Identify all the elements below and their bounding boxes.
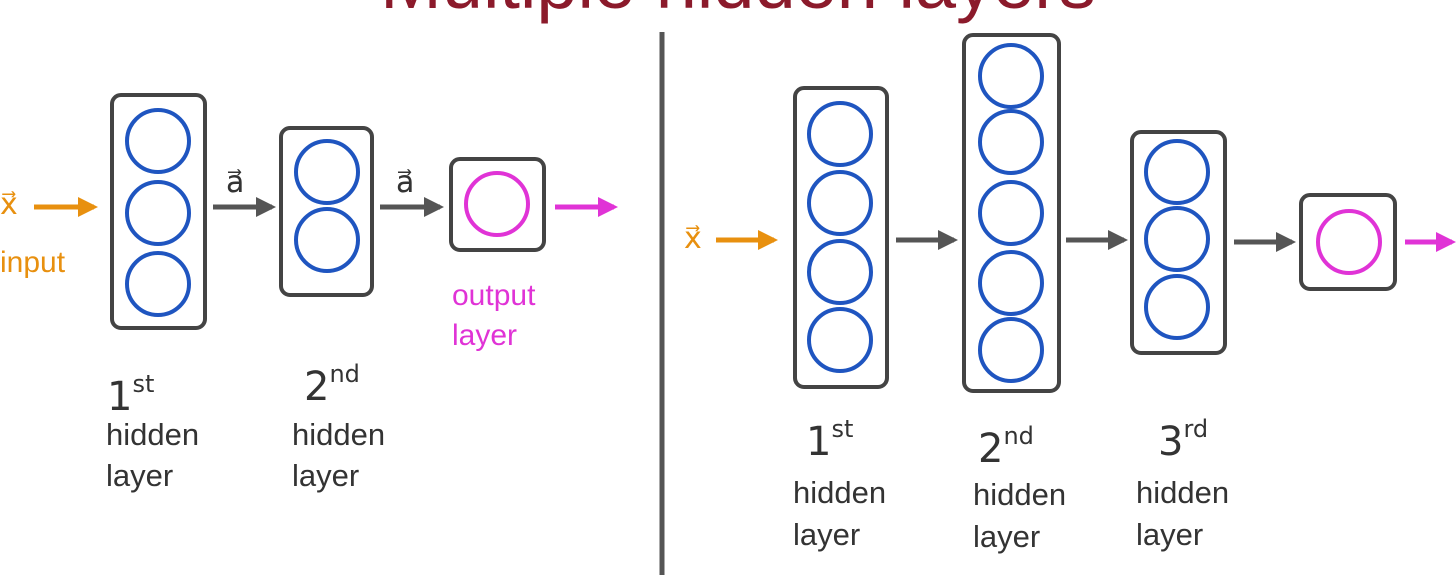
left-input-vector: x⃗	[0, 187, 18, 222]
neuron	[1144, 274, 1210, 340]
right-layer2-ordinal: 2nd	[978, 422, 1034, 472]
neuron	[125, 180, 191, 246]
left-layer2-hidden: hidden	[292, 417, 385, 452]
left-diagram: x⃗ input a⃗ a⃗ output layer 1st hidden l…	[0, 93, 618, 493]
neuron	[978, 109, 1044, 175]
neuron	[125, 251, 191, 317]
neuron	[294, 207, 360, 273]
right-layer1-layer: layer	[793, 517, 860, 552]
left-layer2-ordinal: 2nd	[304, 360, 360, 410]
right-layer1-ordinal: 1st	[806, 415, 853, 465]
neuron	[807, 170, 873, 236]
right-layer2-layer: layer	[973, 519, 1040, 554]
left-activation-label-2: a⃗	[396, 165, 414, 200]
page-title: Multiple hidden layers	[380, 0, 1096, 24]
neuron	[978, 43, 1044, 109]
neuron	[807, 307, 873, 373]
neuron	[978, 317, 1044, 383]
left-activation-label-1: a⃗	[226, 165, 244, 200]
left-input-label: input	[0, 246, 66, 279]
left-output-box	[449, 157, 546, 252]
output-neuron	[1316, 209, 1382, 275]
right-layer2-hidden: hidden	[973, 477, 1066, 512]
left-output-label-line2: layer	[452, 319, 517, 352]
neuron	[807, 239, 873, 305]
right-layer3-layer: layer	[1136, 517, 1203, 552]
neuron	[294, 139, 360, 205]
right-layer3-box	[1130, 130, 1227, 355]
left-output-label-line1: output	[452, 279, 536, 312]
right-layer1-hidden: hidden	[793, 475, 886, 510]
left-layer2-layer: layer	[292, 458, 359, 493]
left-layer1-layer: layer	[106, 458, 173, 493]
left-layer2-box	[279, 126, 374, 297]
left-layer1-hidden: hidden	[106, 417, 199, 452]
neuron	[978, 180, 1044, 246]
right-input-vector: x⃗	[684, 221, 702, 256]
right-diagram: x⃗ 1st hidden layer 2nd hidden l	[684, 33, 1456, 554]
neuron	[1144, 139, 1210, 205]
neuron	[978, 250, 1044, 316]
neuron	[807, 101, 873, 167]
right-layer3-ordinal: 3rd	[1158, 415, 1208, 465]
left-layer1-ordinal: 1st	[107, 370, 154, 420]
output-neuron	[464, 171, 530, 237]
right-layer1-box	[793, 86, 889, 389]
right-layer3-hidden: hidden	[1136, 475, 1229, 510]
neuron	[125, 108, 191, 174]
right-output-box	[1299, 193, 1397, 291]
left-layer1-box	[110, 93, 207, 330]
neuron	[1144, 206, 1210, 272]
right-layer2-box	[962, 33, 1061, 393]
